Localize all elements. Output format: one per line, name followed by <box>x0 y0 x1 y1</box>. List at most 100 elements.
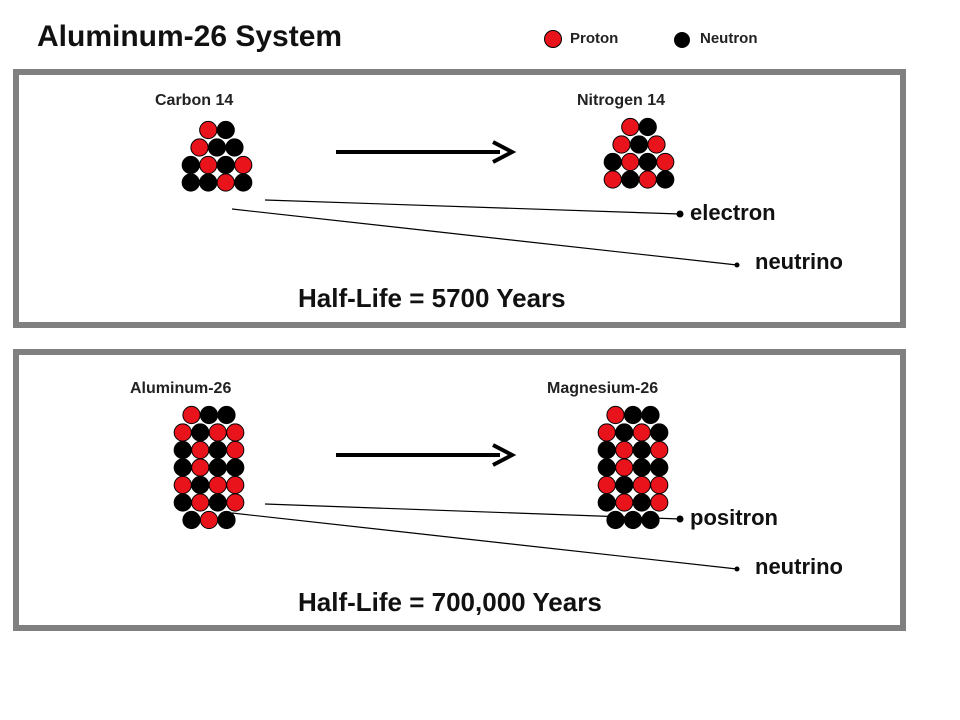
neutron-icon <box>199 405 219 425</box>
proton-icon <box>621 152 640 172</box>
neutron-icon <box>615 423 634 442</box>
proton-icon <box>612 135 631 154</box>
neutron-icon <box>173 493 192 512</box>
neutron-icon <box>632 458 651 477</box>
neutron-icon <box>597 458 616 477</box>
carbon-14-nucleus-icon <box>181 120 253 192</box>
proton-icon <box>615 440 634 460</box>
proton-icon <box>208 423 227 442</box>
proton-icon <box>191 493 210 512</box>
proton-icon <box>615 458 634 477</box>
neutron-icon <box>641 405 660 425</box>
neutron-icon <box>623 510 643 530</box>
proton-icon <box>621 117 640 137</box>
neutron-icon <box>208 458 227 477</box>
proton-icon <box>208 475 227 495</box>
proton-icon <box>173 423 192 442</box>
proton-icon <box>615 493 634 512</box>
beta-plus-decay-panel <box>13 349 906 631</box>
proton-legend-label: Proton <box>570 30 619 47</box>
neutron-icon <box>216 120 235 140</box>
proton-icon <box>226 475 245 495</box>
neutron-icon <box>181 173 200 192</box>
magnesium-26-nucleus-icon <box>597 405 669 530</box>
neutron-icon <box>638 117 657 137</box>
neutron-icon <box>603 152 622 172</box>
neutron-icon <box>606 510 625 530</box>
proton-icon <box>199 510 219 530</box>
proton-icon <box>603 170 622 189</box>
proton-icon <box>650 440 669 460</box>
proton-icon <box>632 423 651 442</box>
neutron-icon <box>597 440 616 460</box>
neutron-icon <box>650 423 669 442</box>
proton-legend-icon <box>544 30 562 48</box>
neutron-icon <box>181 155 200 175</box>
proton-icon <box>226 423 245 442</box>
neutron-icon <box>217 405 236 425</box>
nitrogen-14-nucleus-icon <box>603 117 675 189</box>
emitted-particle-label: neutrino <box>755 249 843 274</box>
proton-icon <box>226 440 245 460</box>
neutron-icon <box>182 510 201 530</box>
proton-icon <box>650 493 669 512</box>
neutron-icon <box>207 138 227 157</box>
neutron-icon <box>208 440 227 460</box>
proton-icon <box>199 155 218 175</box>
neutron-icon <box>632 493 651 512</box>
half-life-label: Half-Life = 5700 Years <box>298 283 566 313</box>
neutron-icon <box>650 458 669 477</box>
neutron-icon <box>597 493 616 512</box>
proton-icon <box>199 120 218 140</box>
neutron-icon <box>621 170 640 189</box>
neutron-icon <box>226 458 245 477</box>
proton-icon <box>216 173 235 192</box>
neutron-icon <box>225 138 244 157</box>
neutron-icon <box>199 173 218 192</box>
proton-icon <box>597 423 616 442</box>
daughter-nucleus-label: Nitrogen 14 <box>577 92 666 109</box>
emitted-particle-label: electron <box>690 200 776 225</box>
proton-icon <box>234 155 253 175</box>
proton-icon <box>606 405 625 425</box>
proton-icon <box>182 405 201 425</box>
decay-arrow-icon <box>336 443 517 467</box>
neutron-legend-icon <box>674 32 690 48</box>
neutron-icon <box>234 173 253 192</box>
proton-icon <box>226 493 245 512</box>
neutron-icon <box>216 155 235 175</box>
aluminum-26-nucleus-icon <box>173 405 245 530</box>
proton-icon <box>173 475 192 495</box>
emission-trajectory-icon <box>231 512 740 572</box>
parent-nucleus-label: Carbon 14 <box>155 92 234 109</box>
neutron-icon <box>191 423 210 442</box>
beta-minus-decay-panel <box>13 69 906 328</box>
proton-icon <box>647 135 666 154</box>
neutron-icon <box>629 135 649 154</box>
decay-arrow-icon <box>336 140 517 164</box>
emission-trajectory-icon <box>231 208 740 268</box>
neutron-icon <box>656 170 675 189</box>
proton-icon <box>650 475 669 495</box>
neutron-icon <box>217 510 236 530</box>
neutron-icon <box>632 440 651 460</box>
neutron-icon <box>638 152 657 172</box>
neutron-icon <box>615 475 634 495</box>
neutron-icon <box>173 458 192 477</box>
neutron-legend-label: Neutron <box>700 30 758 47</box>
daughter-nucleus-label: Magnesium-26 <box>547 380 659 397</box>
half-life-label: Half-Life = 700,000 Years <box>298 587 602 617</box>
emitted-particle-label: neutrino <box>755 554 843 579</box>
proton-icon <box>191 458 210 477</box>
diagram-title: Aluminum-26 System <box>37 20 343 53</box>
proton-icon <box>190 138 209 157</box>
neutron-icon <box>641 510 660 530</box>
proton-icon <box>597 475 616 495</box>
proton-icon <box>632 475 651 495</box>
neutron-icon <box>208 493 227 512</box>
proton-icon <box>638 170 657 189</box>
neutron-icon <box>623 405 643 425</box>
emission-trajectory-icon <box>264 199 684 218</box>
neutron-icon <box>191 475 210 495</box>
